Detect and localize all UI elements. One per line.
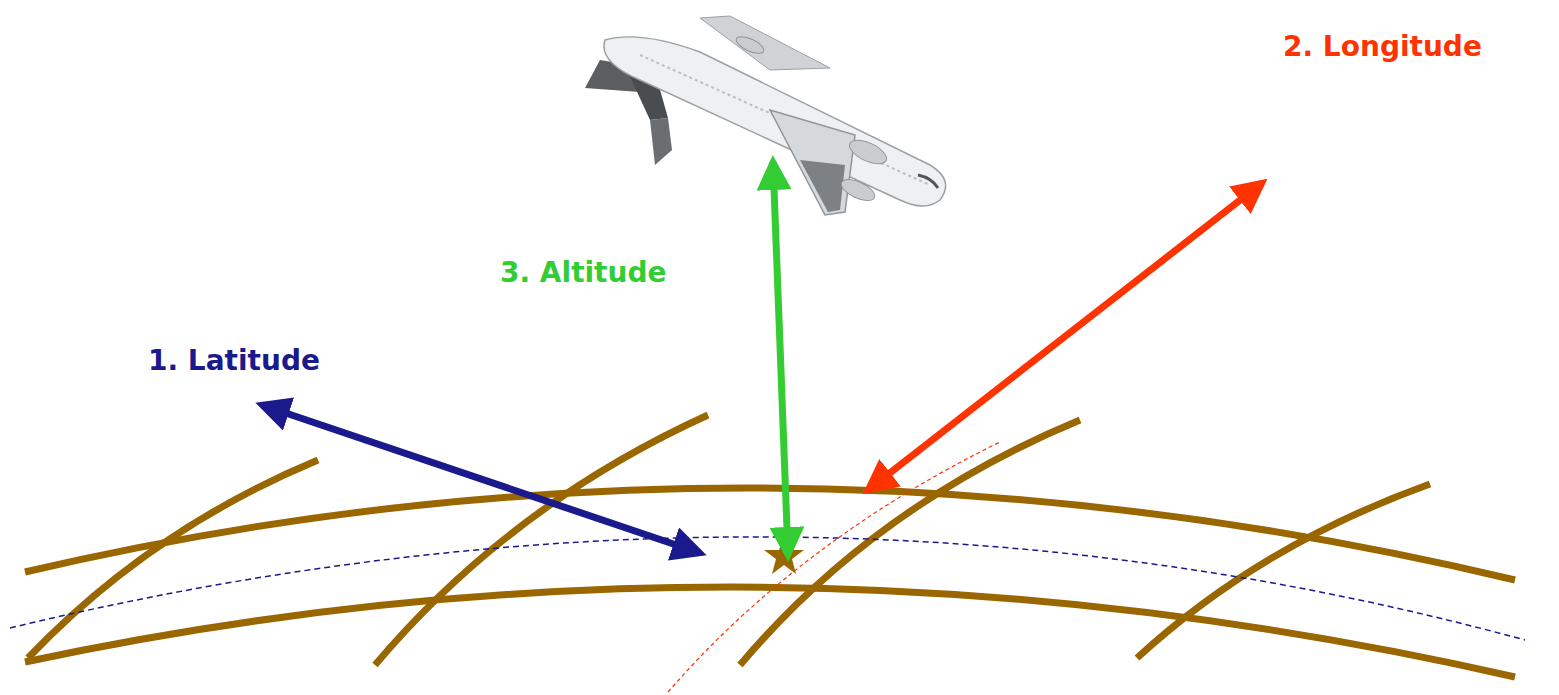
- meridian-line: [1137, 484, 1430, 658]
- latitude-dashed-line: [10, 537, 1525, 640]
- airplane-illustration: [585, 16, 946, 215]
- latitude-arrow: [262, 405, 700, 553]
- longitude-dashed-line: [668, 442, 1000, 692]
- parallel-line: [25, 488, 1515, 580]
- altitude-arrow: [773, 162, 788, 555]
- axis-label: 1. Latitude: [145, 344, 323, 378]
- longitude-arrow: [868, 183, 1262, 490]
- grid-lines: [25, 415, 1515, 677]
- meridian-line: [28, 460, 318, 658]
- axis-label: 3. Altitude: [497, 256, 669, 290]
- axis-label: 2. Longitude: [1280, 30, 1485, 64]
